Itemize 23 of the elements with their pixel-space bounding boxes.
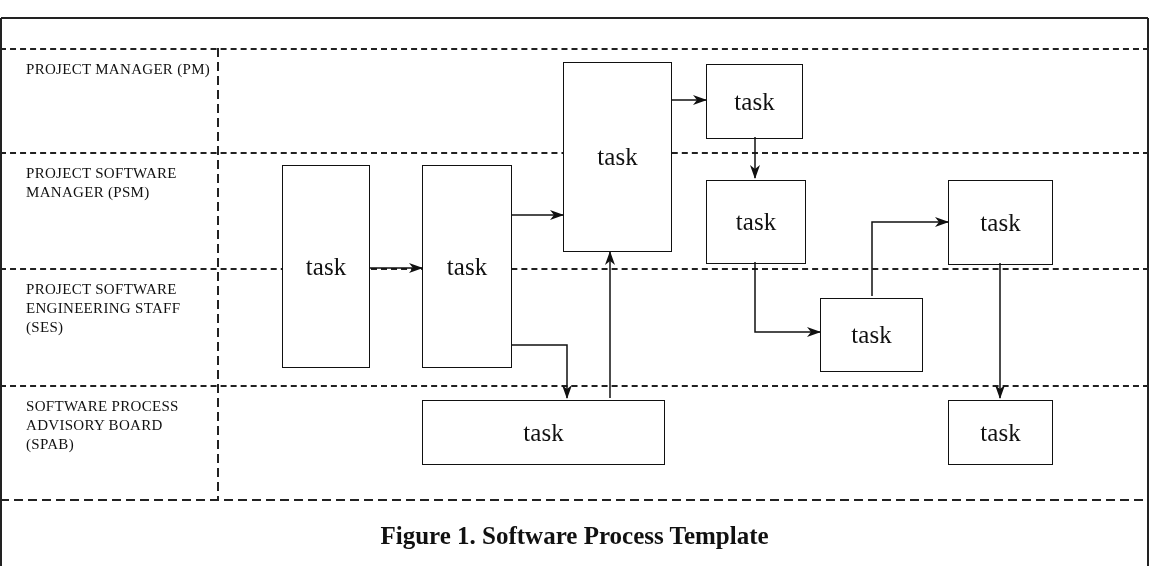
arrow <box>511 344 572 399</box>
task-box: task <box>422 165 512 368</box>
arrow <box>995 262 1005 399</box>
arrow <box>605 251 615 399</box>
arrow <box>511 210 564 220</box>
lane-label: SOFTWARE PROCESS ADVISORY BOARD (SPAB) <box>26 397 180 454</box>
task-box: task <box>706 180 806 264</box>
arrow <box>671 95 707 105</box>
arrow <box>754 261 821 337</box>
arrow <box>750 136 760 179</box>
lane-label: PROJECT MANAGER (PM) <box>26 60 211 79</box>
task-box: task <box>948 400 1053 465</box>
lane-label: PROJECT SOFTWARE MANAGER (PSM) <box>26 164 178 202</box>
task-box: task <box>563 62 672 252</box>
task-box: task <box>422 400 665 465</box>
task-box: task <box>820 298 923 372</box>
figure-caption: Figure 1. Software Process Template <box>379 522 770 550</box>
task-box: task <box>948 180 1053 265</box>
task-box: task <box>706 64 803 139</box>
arrow <box>369 263 423 273</box>
task-box: task <box>282 165 370 368</box>
arrow <box>871 217 949 297</box>
lane-label: PROJECT SOFTWARE ENGINEERING STAFF (SES) <box>26 280 182 337</box>
